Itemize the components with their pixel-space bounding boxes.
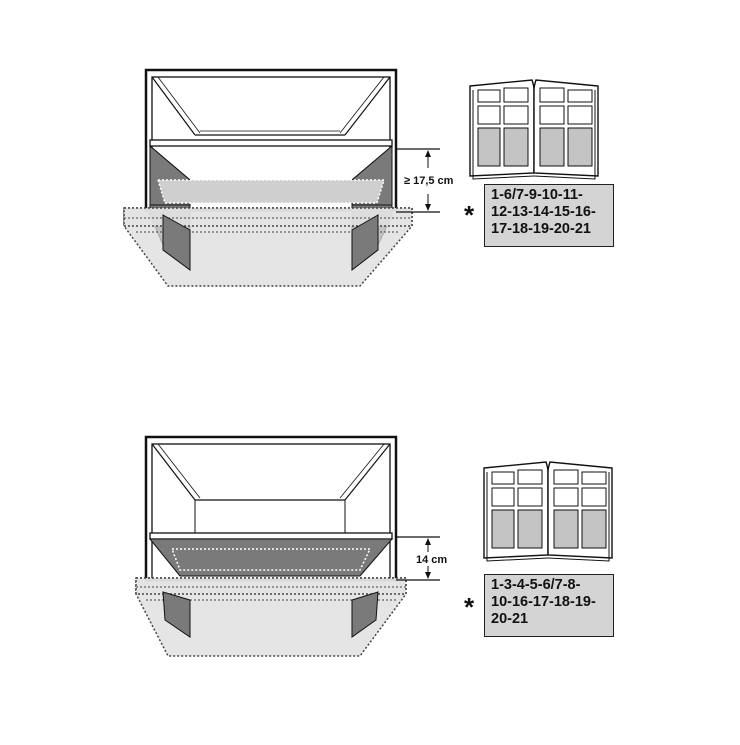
top-dimension-marker: ≥ 17,5 cm bbox=[396, 148, 454, 213]
bottom-dimension-label: 14 cm bbox=[416, 554, 447, 566]
top-code-line: 12-13-14-15-16- bbox=[491, 204, 596, 220]
top-model-code-box: 1-6/7-9-10-11- 12-13-14-15-16- 17-18-19-… bbox=[484, 184, 614, 247]
bottom-leg-right bbox=[351, 591, 379, 638]
bottom-footnote-asterisk: * bbox=[464, 592, 475, 622]
top-code-line: 1-6/7-9-10-11- bbox=[491, 187, 583, 203]
top-footnote-asterisk: * bbox=[464, 200, 475, 230]
top-code-line: 17-18-19-20-21 bbox=[491, 221, 591, 237]
top-leg-right bbox=[351, 214, 379, 272]
bottom-code-line: 10-16-17-18-19- bbox=[491, 594, 596, 610]
bottom-model-code-box: 1-3-4-5-6/7-8- 10-16-17-18-19- 20-21 bbox=[484, 574, 614, 637]
top-appliance-dotted bbox=[123, 207, 413, 287]
bottom-dimension-marker: 14 cm bbox=[396, 536, 447, 581]
bottom-figure: 14 cm bbox=[135, 435, 613, 657]
top-dimension-label: ≥ 17,5 cm bbox=[404, 175, 454, 187]
bottom-leg-left bbox=[162, 591, 191, 638]
bottom-drawer bbox=[148, 538, 394, 577]
top-figure: ≥ 17,5 cm bbox=[123, 68, 599, 287]
bottom-code-line: 20-21 bbox=[491, 611, 529, 627]
bottom-appliance-dotted bbox=[135, 577, 407, 657]
top-leg-left bbox=[162, 214, 191, 271]
bottom-code-line: 1-3-4-5-6/7-8- bbox=[491, 577, 581, 593]
book-icon bbox=[469, 79, 599, 180]
book-icon bbox=[483, 461, 613, 562]
